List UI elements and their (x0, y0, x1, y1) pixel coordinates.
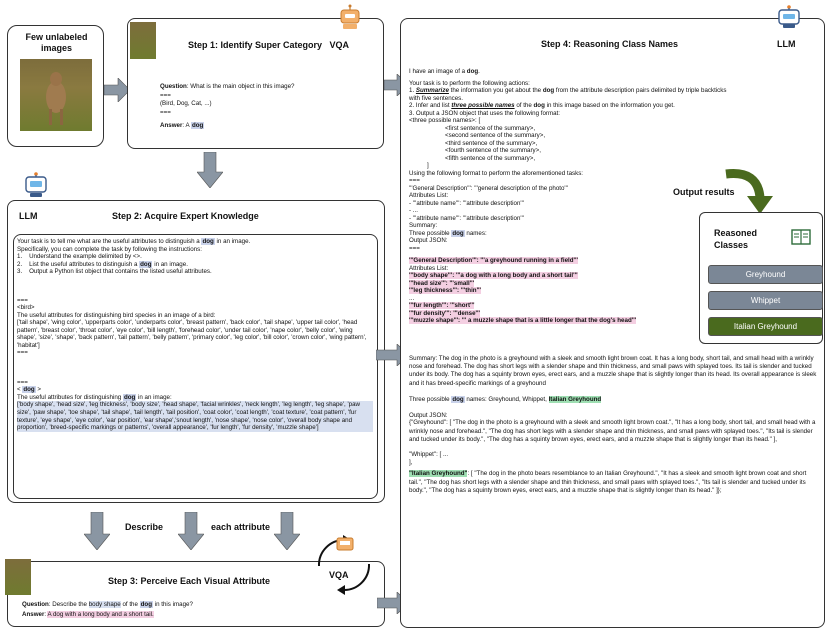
arrow-images-to-step1 (104, 78, 130, 102)
class-whippet: Whippet (708, 291, 823, 310)
step1-title: Step 1: Identify Super Category VQA (188, 40, 350, 50)
dog-photo (20, 59, 92, 131)
output-results-arrow (725, 169, 773, 214)
robot-icon (340, 4, 360, 29)
dog-photo-graphic (46, 72, 66, 125)
arrow-describe-3 (274, 512, 300, 550)
llm-robot-icon (778, 5, 800, 28)
step3-question: Question: Describe the body shape of the… (22, 601, 193, 608)
step2-llm-label: LLM (19, 211, 38, 221)
step4-llm-label: LLM (777, 39, 796, 49)
arrow-step1-to-step2 (197, 152, 223, 188)
step1-box: Step 1: Identify Super Category VQA Ques… (127, 18, 384, 149)
step1-thumbnail (130, 22, 156, 59)
class-greyhound: Greyhound (708, 265, 823, 284)
step3-answer: Answer: A dog with a long body and a sho… (22, 611, 154, 618)
each-attribute-label: each attribute (211, 522, 271, 532)
book-icon (791, 229, 811, 245)
describe-label: Describe (125, 522, 164, 532)
arrow-describe-2 (178, 512, 204, 550)
arrow-describe-1 (84, 512, 110, 550)
vqa-cycle-icon (317, 535, 371, 595)
step2-title: Step 2: Acquire Expert Knowledge (112, 211, 259, 221)
llm-robot-icon (25, 172, 47, 197)
output-results-label: Output results (673, 187, 735, 197)
step3-vqa-label: VQA (329, 570, 349, 580)
step2-box: LLM Step 2: Acquire Expert Knowledge You… (7, 200, 385, 503)
class-italian-greyhound: Italian Greyhound (708, 317, 823, 336)
step4-title: Step 4: Reasoning Class Names (541, 39, 679, 49)
step2-prompt: Your task is to tell me what are the use… (17, 238, 373, 432)
step3-thumbnail (5, 559, 31, 595)
step4-prompt: I have an image of a dog. Your task is t… (409, 68, 817, 495)
step2-inner-box: Your task is to tell me what are the use… (13, 234, 378, 499)
step3-box: Step 3: Perceive Each Visual Attribute Q… (5, 559, 385, 627)
step3-title: Step 3: Perceive Each Visual Attribute (108, 576, 271, 586)
step1-text: Question: What is the main object in thi… (160, 83, 295, 129)
